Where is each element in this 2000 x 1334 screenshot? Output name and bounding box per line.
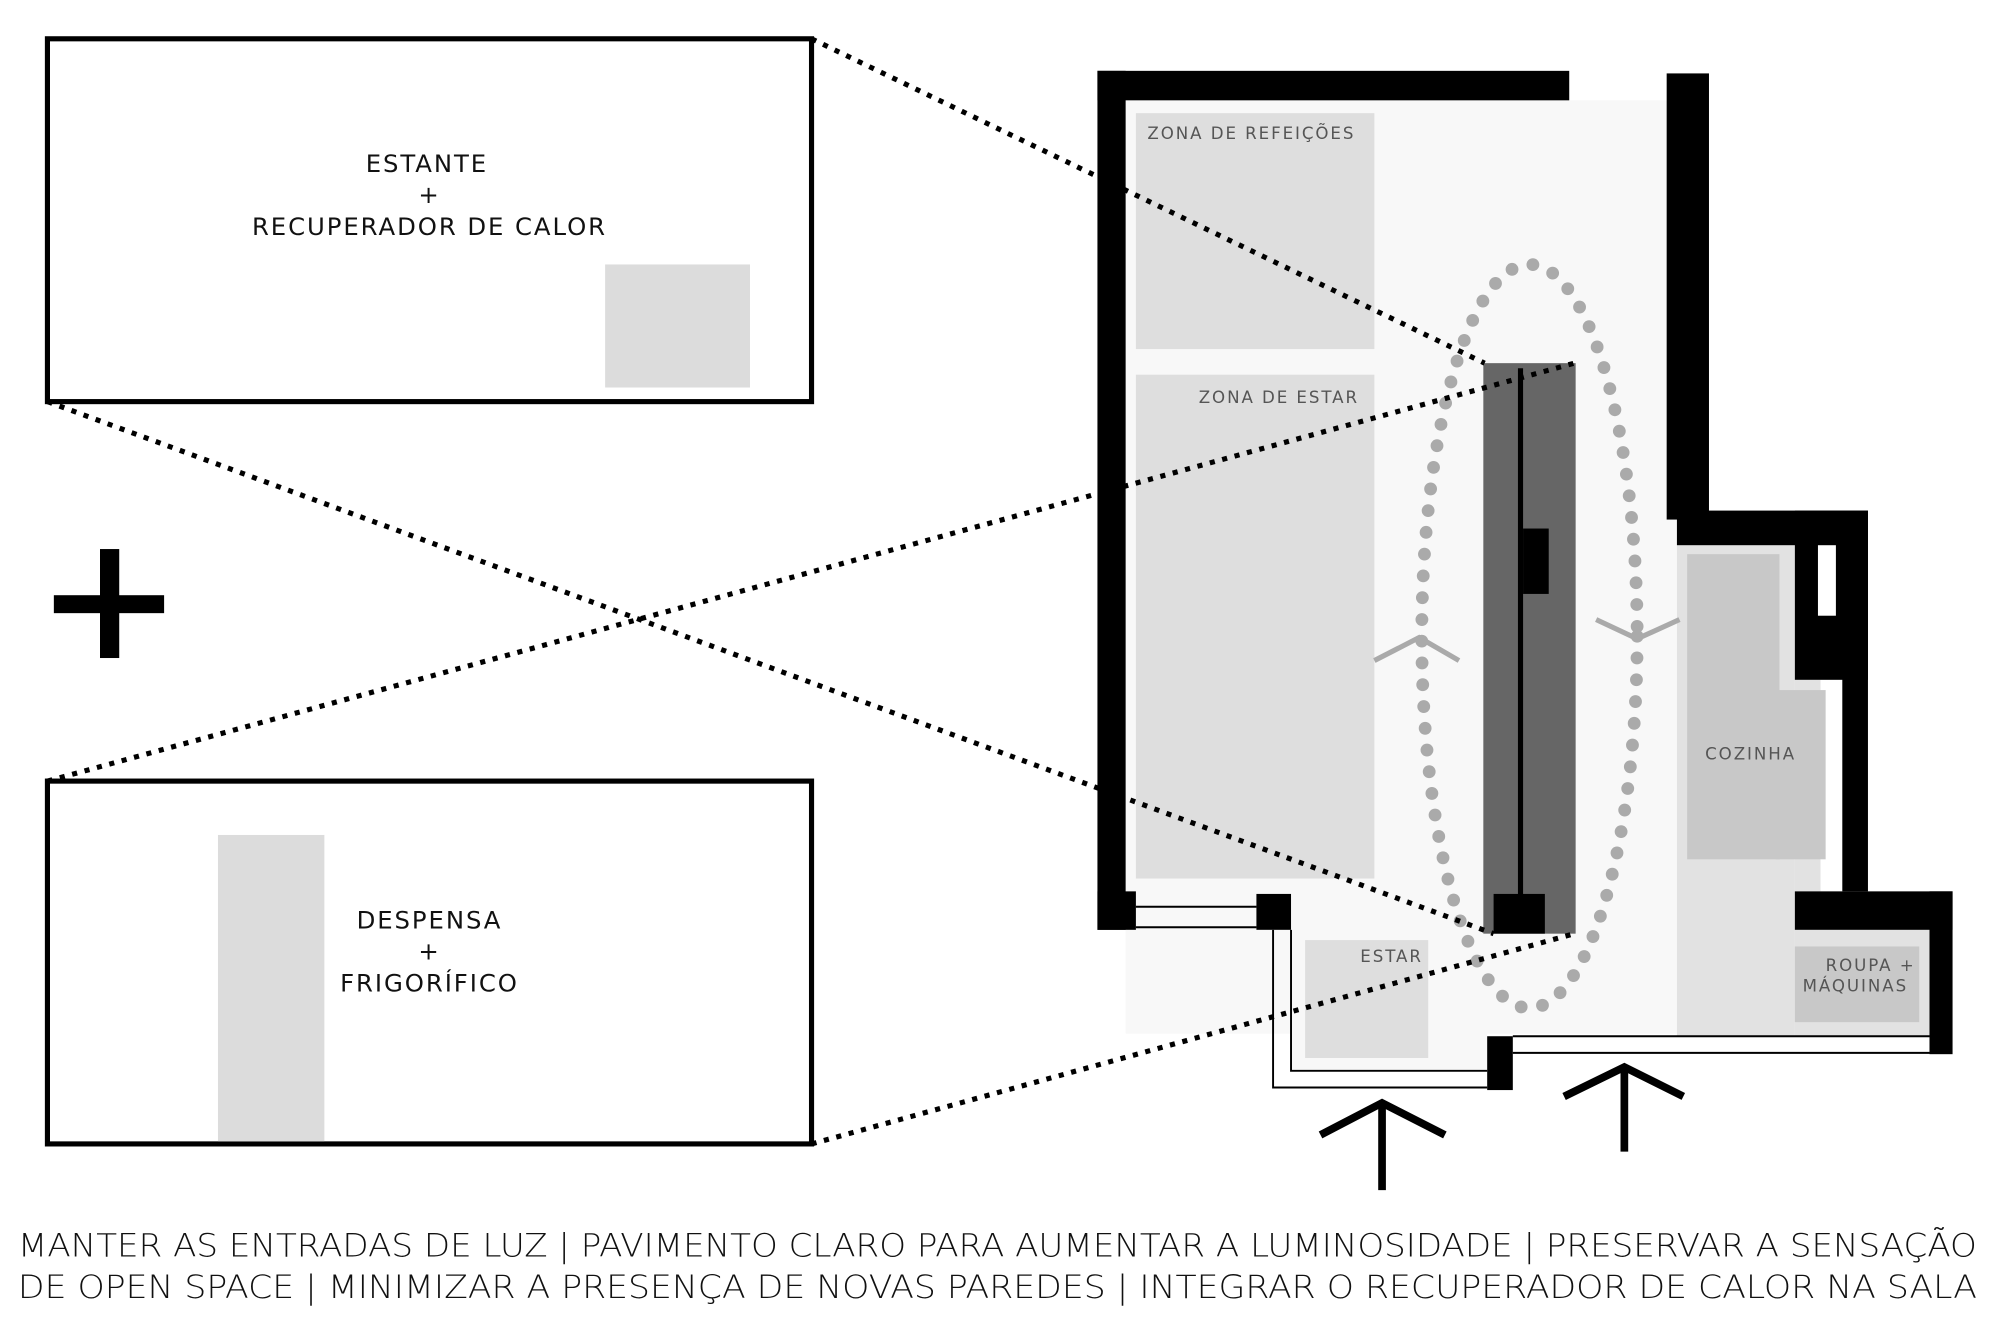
detail-box-bottom: DESPENSA + FRIGORÍFICO <box>44 778 815 1147</box>
light-entry-arrow-icon <box>1318 1098 1447 1191</box>
detail-top-plus: + <box>418 180 440 209</box>
zone-cozinha-label: COZINHA <box>1705 744 1796 763</box>
floor-plan: ZONA DE REFEIÇÕES ZONA DE ESTAR ESTAR CO… <box>1097 70 1953 1191</box>
zone-refeicoes-label: ZONA DE REFEIÇÕES <box>1147 124 1355 143</box>
detail-top-line2: RECUPERADOR DE CALOR <box>252 212 607 241</box>
fridge-block <box>217 834 325 1142</box>
zone-roupa-label-1: ROUPA + <box>1826 956 1916 975</box>
detail-bottom-line2: FRIGORÍFICO <box>340 968 519 997</box>
chevron-down-icon <box>1595 617 1681 642</box>
detail-top-line1: ESTANTE <box>366 149 488 178</box>
zone-estar-small-label: ESTAR <box>1360 947 1423 966</box>
detail-box-top: ESTANTE + RECUPERADOR DE CALOR <box>44 36 815 405</box>
caption-line-2: DE OPEN SPACE | MINIMIZAR A PRESENÇA DE … <box>18 1268 1977 1306</box>
plus-icon <box>53 549 165 659</box>
zone-refeicoes <box>1135 113 1375 350</box>
heater-block <box>605 264 750 388</box>
zone-roupa <box>1794 946 1920 1023</box>
zone-estar-small <box>1305 940 1429 1059</box>
caption-line-1: MANTER AS ENTRADAS DE LUZ | PAVIMENTO CL… <box>18 1227 1977 1265</box>
zone-cozinha <box>1687 554 1780 860</box>
detail-bottom-line1: DESPENSA <box>357 906 503 935</box>
window-slot <box>1817 545 1836 616</box>
zone-roupa-label-2: MÁQUINAS <box>1803 976 1909 995</box>
window-lines <box>1135 905 1930 1089</box>
projection-lines <box>46 36 1576 1147</box>
detail-bottom-plus: + <box>418 936 440 965</box>
central-unit <box>1483 363 1576 934</box>
zone-estar <box>1135 374 1375 879</box>
chevron-up-icon <box>1373 634 1461 663</box>
light-entry-arrow-icon <box>1562 1062 1686 1152</box>
zone-estar-label: ZONA DE ESTAR <box>1199 388 1359 407</box>
